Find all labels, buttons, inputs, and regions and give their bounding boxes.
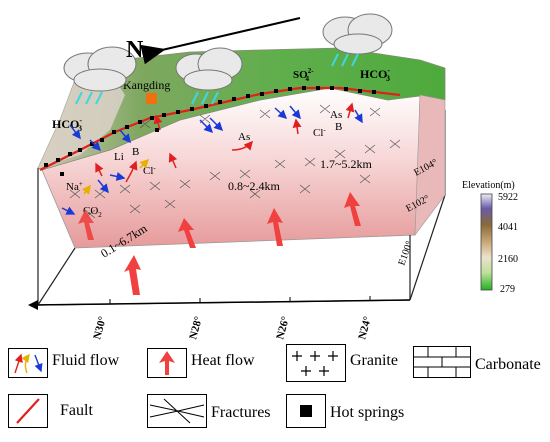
as-right-label: As (330, 109, 342, 121)
b-right-label: B (335, 121, 342, 133)
carbonate-legend-label: Carbonate (475, 356, 541, 373)
fracture-pattern (69, 104, 401, 219)
fluid-flow-legend-icon (8, 348, 48, 378)
granite-legend-icon (286, 344, 346, 382)
latitude-label-n26: N26° (274, 315, 292, 341)
granite-pattern-icon (292, 351, 338, 376)
latitude-ticks (109, 296, 371, 304)
cloud-right (322, 13, 393, 55)
latitude-axis-arrowhead (28, 300, 38, 310)
town-label: Kangding (123, 78, 170, 92)
fluid-flow-legend-label: Fluid flow (52, 352, 120, 369)
hot-spring-square-icon (300, 405, 312, 417)
heat-flow-arrows (78, 192, 361, 295)
latitude-label-n30: N30° (91, 315, 109, 341)
depth-label-3: 1.7~5.2km (320, 157, 372, 171)
longitude-label-e100: E100° (396, 240, 415, 267)
fractures-icon (149, 398, 205, 424)
depth-label-2: 0.8~2.4km (228, 179, 280, 193)
latitude-label-n24: N24° (356, 315, 374, 341)
fault-legend-icon (8, 394, 48, 428)
cloud-middle (175, 47, 243, 91)
elevation-color-bar (480, 193, 493, 291)
fractures-legend-icon (147, 394, 207, 428)
latitude-label-n28: N28° (187, 315, 205, 341)
north-label: N (126, 37, 144, 63)
fractures-legend-label: Fractures (211, 404, 271, 421)
elevation-scale-title: Elevation(m) (462, 180, 515, 191)
fault-legend-label: Fault (60, 402, 93, 419)
fluid-flow-arrows (61, 102, 363, 215)
hco3-right-label: HCO-3 (360, 66, 390, 83)
elevation-tick-5922: 5922 (498, 192, 518, 203)
heat-flow-icon (159, 351, 175, 375)
rocky-terrain-left (38, 72, 125, 168)
hot-springs-markers (44, 86, 376, 176)
hot-springs-legend-label: Hot springs (330, 404, 405, 421)
heat-flow-legend-icon (147, 348, 187, 378)
carbonate-legend-icon (413, 346, 471, 378)
so4-label: SO2-4 (293, 67, 314, 83)
li-label: Li (114, 151, 124, 163)
hot-springs-legend-icon (286, 394, 326, 428)
carbonate-pattern-icon (414, 347, 470, 377)
elevation-tick-279: 279 (500, 284, 515, 295)
recharge-streaks (75, 53, 359, 105)
latitude-axis (31, 299, 411, 306)
fault-line-icon (16, 398, 40, 424)
block-right-face (414, 94, 446, 236)
b-left-label: B (132, 146, 139, 158)
elevation-tick-2160: 2160 (498, 254, 518, 265)
north-arrow (140, 17, 301, 65)
town-marker (146, 93, 157, 104)
hco3-left-label: HCO-3 (52, 116, 82, 133)
na-label: Na+ (66, 180, 83, 193)
cl-right-label: Cl- (313, 126, 326, 139)
elevation-tick-4041: 4041 (498, 222, 518, 233)
as-mid-label: As (238, 131, 250, 143)
cl-left-label: Cl- (143, 164, 156, 177)
heat-flow-legend-label: Heat flow (191, 352, 255, 369)
granite-legend-label: Granite (350, 352, 398, 369)
cloud-left (63, 46, 137, 92)
fluid-flow-icon (14, 353, 43, 374)
